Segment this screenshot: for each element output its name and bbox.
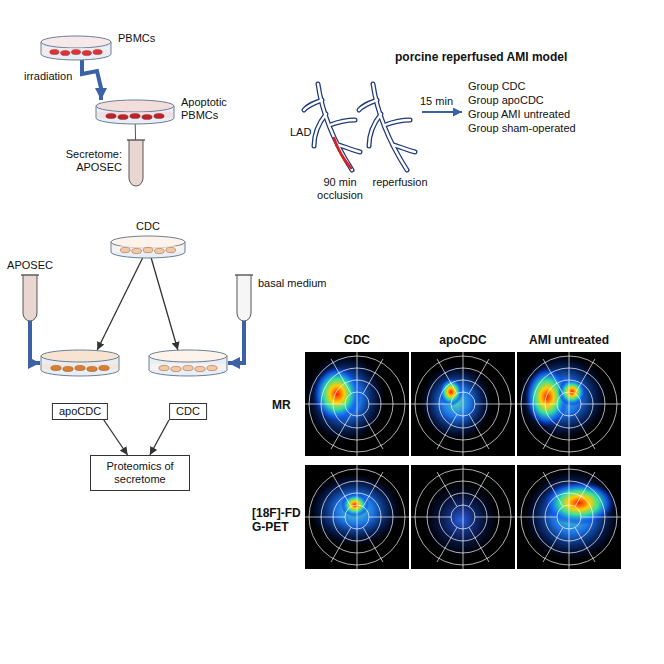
tube-shape	[236, 275, 252, 321]
annotation-label: Group apoCDC	[468, 94, 544, 107]
label-wrap: [18F]-FDG-PET	[252, 506, 302, 535]
flow-arrow	[135, 124, 136, 140]
node-label: basal medium	[258, 277, 338, 290]
annotation-label: LAD	[290, 126, 311, 139]
flow-arrow	[151, 258, 178, 350]
polar-map	[305, 352, 409, 456]
polar-map	[305, 465, 409, 569]
dish-shape	[95, 100, 175, 124]
node-label: Secretome: APOSEC	[56, 148, 122, 174]
annotation-label: 15 min	[420, 95, 453, 108]
label-wrap: Secretome: APOSEC	[56, 148, 122, 174]
flow-arrow	[150, 420, 169, 455]
group-box: apoCDC	[52, 403, 108, 420]
polar-map	[517, 465, 621, 569]
label-wrap: AMI untreated	[517, 333, 621, 347]
label-wrap: CDC	[169, 403, 207, 420]
polar-map	[411, 352, 515, 456]
node-label: Apoptotic PBMCs	[181, 96, 243, 122]
label-wrap: apoCDC	[52, 403, 108, 420]
culture-dish: apoCDC	[40, 350, 120, 420]
dish-shape	[40, 36, 112, 60]
flow-arrow	[97, 258, 142, 350]
flow-arrow	[104, 420, 128, 455]
node-label: PBMCs	[118, 32, 178, 45]
polar-map	[411, 465, 515, 569]
annotation-label: Group AMI untreated	[468, 108, 570, 121]
map-heading: apoCDC	[411, 333, 515, 347]
annotation-label: Group CDC	[468, 80, 525, 93]
map-heading: CDC	[305, 333, 409, 347]
label-wrap: CDC	[110, 220, 186, 233]
label-wrap: porcine reperfused AMI model	[395, 50, 567, 64]
label-wrap: PBMCs	[118, 32, 178, 45]
label-wrap: apoCDC	[411, 333, 515, 347]
culture-dish: CDC	[148, 350, 228, 420]
label-wrap: APOSEC	[0, 259, 60, 272]
time-arrow	[422, 111, 462, 113]
flow-arrow	[228, 321, 244, 363]
test-tube: Secretome: APOSEC	[128, 140, 144, 186]
label-wrap: Group AMI untreated	[468, 108, 570, 121]
group-box: CDC	[169, 403, 207, 420]
polar-map	[517, 352, 621, 456]
irradiation-bolt	[82, 60, 101, 100]
tube-shape	[22, 275, 38, 321]
label-wrap: Apoptotic PBMCs	[181, 96, 243, 122]
node-label: CDC	[110, 220, 186, 233]
culture-dish: Apoptotic PBMCs	[95, 100, 175, 124]
box-label: Proteomics of secretome	[91, 457, 189, 489]
dish-shape	[110, 236, 186, 258]
culture-dish: PBMCs	[40, 36, 112, 60]
annotation-label: Group sham-operated	[468, 122, 576, 135]
label-wrap: LAD	[290, 126, 311, 139]
label-wrap: irradiation	[22, 70, 74, 83]
label-wrap: CDC	[305, 333, 409, 347]
label-wrap: Group CDC	[468, 80, 525, 93]
process-box: Proteomics of secretome	[90, 455, 190, 491]
coronary-tree	[304, 84, 360, 170]
label-wrap: reperfusion	[372, 176, 428, 189]
label-wrap: MR	[272, 398, 291, 412]
annotation-label: reperfusion	[372, 176, 428, 189]
map-heading: [18F]-FDG-PET	[252, 506, 302, 535]
tube-shape	[128, 140, 144, 186]
map-heading: AMI untreated	[517, 333, 621, 347]
node-label: APOSEC	[0, 259, 60, 272]
label-wrap: Group sham-operated	[468, 122, 576, 135]
label-wrap: 15 min	[420, 95, 453, 108]
edge-label: irradiation	[22, 70, 74, 83]
coronary-tree	[359, 84, 415, 170]
test-tube: basal medium	[236, 275, 252, 321]
label-wrap: basal medium	[258, 277, 338, 290]
map-heading: MR	[272, 398, 291, 412]
culture-dish: CDC	[110, 236, 186, 258]
label-wrap: Group apoCDC	[468, 94, 544, 107]
label-wrap: 90 min occlusion	[317, 176, 363, 202]
test-tube: APOSEC	[22, 275, 38, 321]
panel-title: porcine reperfused AMI model	[395, 50, 567, 64]
annotation-label: 90 min occlusion	[317, 176, 363, 202]
flow-arrow	[30, 321, 40, 363]
